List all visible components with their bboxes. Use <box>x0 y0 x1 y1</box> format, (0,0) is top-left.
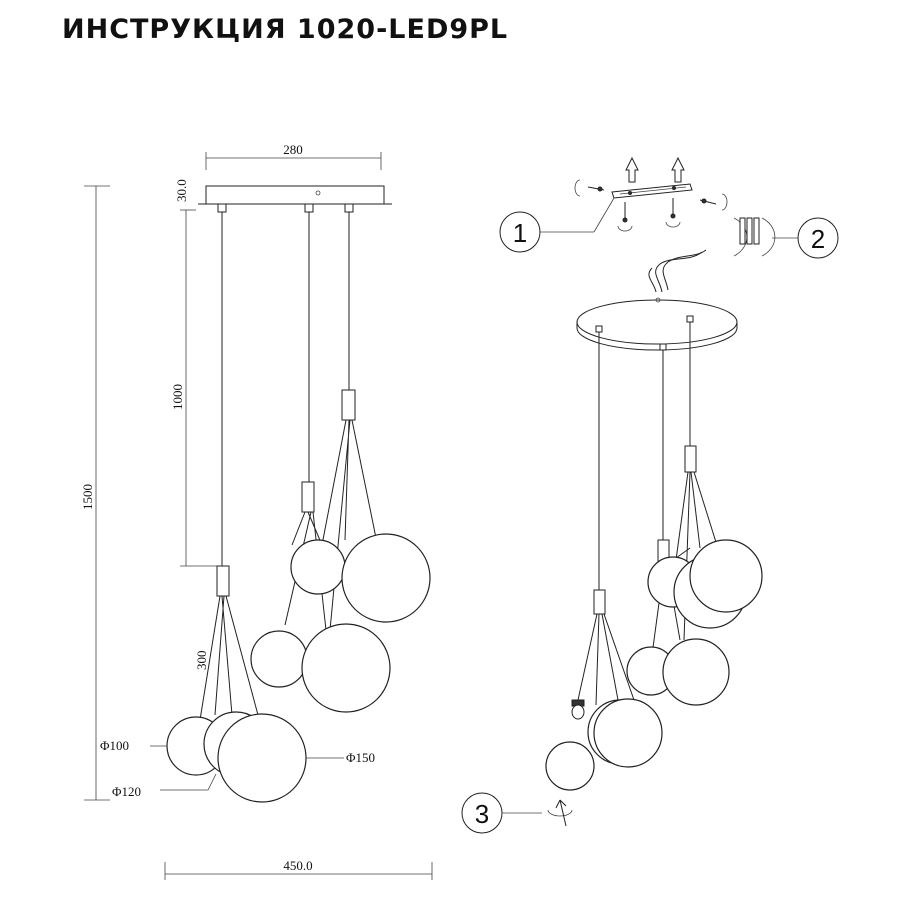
callout-3-label: 3 <box>475 799 489 829</box>
bulb-g9 <box>571 699 585 720</box>
terminal-block <box>733 217 776 257</box>
label-diameter-medium: Φ120 <box>112 784 141 799</box>
installation-view: 1 2 <box>461 156 839 834</box>
label-diameter-small: Φ100 <box>100 738 129 753</box>
globe-lower-small <box>250 630 308 688</box>
side-view: 280 30.0 1000 1500 <box>80 142 433 880</box>
wall-anchor-right <box>671 156 685 183</box>
diameter-small-callout: Φ100 <box>100 738 167 753</box>
install-globe-5 <box>662 638 730 706</box>
mounting-bracket <box>611 183 693 199</box>
globe-large-left <box>217 713 307 803</box>
label-cluster-height: 300 <box>194 651 209 671</box>
label-total-width: 450.0 <box>283 858 312 873</box>
callout-1-label: 1 <box>513 218 527 248</box>
socket-middle <box>301 481 315 513</box>
dimension-cable-length: 1000 <box>170 209 222 567</box>
dimension-canopy-width: 280 <box>205 142 382 170</box>
wall-anchor-left <box>625 156 639 183</box>
globe-upper-large <box>341 533 431 623</box>
dimension-cluster-height: 300 <box>194 651 209 671</box>
callout-2-label: 2 <box>811 224 825 254</box>
label-canopy-height: 30.0 <box>174 179 189 202</box>
socket-left <box>216 565 230 597</box>
canopy-plate <box>205 185 385 205</box>
callout-1: 1 <box>499 197 615 253</box>
label-cable-length: 1000 <box>170 384 185 410</box>
diameter-medium-callout: Φ120 <box>112 773 217 799</box>
globe-lower-large <box>301 623 391 713</box>
install-globe-8 <box>545 741 595 791</box>
globe-upper-small <box>290 539 346 595</box>
diameter-large-callout: Φ150 <box>306 750 375 765</box>
dimension-canopy-height: 30.0 <box>174 179 189 202</box>
dimension-total-width: 450.0 <box>164 858 433 880</box>
document-title: ИНСТРУКЦИЯ 1020-LED9PL <box>62 14 509 45</box>
callout-2: 2 <box>772 217 839 259</box>
install-globe-7 <box>593 698 663 768</box>
install-globe-3 <box>689 539 763 613</box>
label-canopy-width: 280 <box>283 142 303 157</box>
socket-right <box>341 389 356 421</box>
label-total-height: 1500 <box>80 484 95 510</box>
dimension-total-height: 1500 <box>80 185 110 801</box>
label-diameter-large: Φ150 <box>346 750 375 765</box>
canopy-disc <box>576 297 738 351</box>
callout-3: 3 <box>461 792 542 834</box>
